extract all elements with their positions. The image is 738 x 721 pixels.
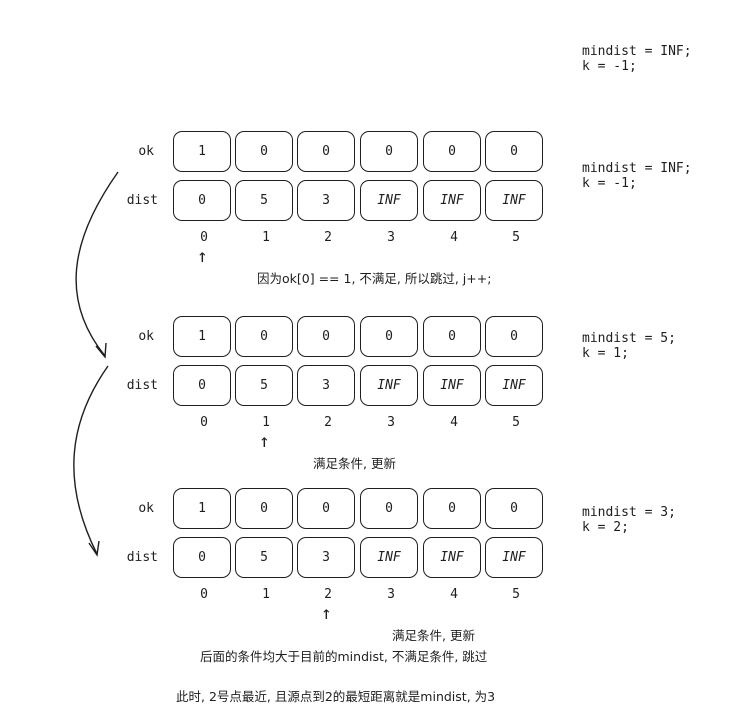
dist-cell: 3 (297, 365, 355, 406)
ok-cell: 0 (235, 131, 293, 172)
ok-cell: 0 (423, 488, 481, 529)
ok-cell: 0 (423, 316, 481, 357)
dist-cell: INF (360, 180, 418, 221)
ok-cell: 0 (297, 131, 355, 172)
index-label: 1 (262, 415, 270, 430)
dist-row-label: dist (126, 193, 158, 208)
index-label: 5 (512, 415, 520, 430)
ok-cell: 0 (235, 316, 293, 357)
flow-arrow-1-head (95, 342, 107, 359)
ok-cell: 0 (360, 316, 418, 357)
step-note: 满足条件, 更新 (313, 456, 396, 471)
index-label: 0 (200, 587, 208, 602)
index-label: 5 (512, 230, 520, 245)
ok-cell: 1 (173, 488, 231, 529)
index-label: 0 (200, 230, 208, 245)
top-var-mindist: mindist = INF; (582, 44, 692, 59)
ok-cell: 0 (297, 488, 355, 529)
index-label: 5 (512, 587, 520, 602)
step-var-k: k = 2; (582, 520, 629, 535)
summary-line-2: 此时, 2号点最近, 且源点到2的最短距离就是mindist, 为3 (176, 689, 496, 704)
index-label: 2 (324, 587, 332, 602)
index-label: 3 (387, 230, 395, 245)
ok-cell: 0 (485, 316, 543, 357)
index-label: 1 (262, 230, 270, 245)
index-label: 4 (450, 415, 458, 430)
dist-cell: INF (360, 537, 418, 578)
ok-cell: 0 (360, 488, 418, 529)
index-label: 2 (324, 230, 332, 245)
dist-cell: INF (423, 537, 481, 578)
ok-cell: 0 (485, 488, 543, 529)
ok-cell: 0 (297, 316, 355, 357)
flow-arrow-2 (73, 365, 109, 555)
step-var-mindist: mindist = 3; (582, 505, 676, 520)
summary-line-1: 后面的条件均大于目前的mindist, 不满足条件, 跳过 (200, 649, 488, 664)
step-var-mindist: mindist = 5; (582, 331, 676, 346)
dist-cell: 3 (297, 537, 355, 578)
dist-cell: 0 (173, 180, 231, 221)
pointer-arrow-icon: ↑ (321, 603, 332, 624)
step-var-mindist: mindist = INF; (582, 161, 692, 176)
dist-cell: INF (423, 365, 481, 406)
dist-cell: INF (485, 537, 543, 578)
step-note: 满足条件, 更新 (392, 628, 475, 643)
index-label: 4 (450, 587, 458, 602)
index-label: 4 (450, 230, 458, 245)
index-label: 1 (262, 587, 270, 602)
ok-cell: 1 (173, 131, 231, 172)
pointer-arrow-icon: ↑ (197, 246, 208, 267)
ok-cell: 0 (485, 131, 543, 172)
step-note: 因为ok[0] == 1, 不满足, 所以跳过, j++; (257, 271, 492, 286)
dist-cell: 5 (235, 365, 293, 406)
pointer-arrow-icon: ↑ (259, 431, 270, 452)
ok-row-label: ok (138, 329, 154, 344)
ok-cell: 0 (423, 131, 481, 172)
top-var-k: k = -1; (582, 59, 637, 74)
ok-cell: 0 (235, 488, 293, 529)
dist-cell: 0 (173, 365, 231, 406)
ok-row-label: ok (138, 501, 154, 516)
flow-arrow-1 (75, 171, 119, 357)
dist-cell: INF (423, 180, 481, 221)
dist-cell: 5 (235, 180, 293, 221)
ok-cell: 0 (360, 131, 418, 172)
dist-cell: 0 (173, 537, 231, 578)
ok-cell: 1 (173, 316, 231, 357)
index-label: 2 (324, 415, 332, 430)
step-var-k: k = -1; (582, 176, 637, 191)
step-var-k: k = 1; (582, 346, 629, 361)
dist-row-label: dist (126, 378, 158, 393)
flow-arrow-2-head (88, 540, 100, 557)
dist-cell: INF (485, 365, 543, 406)
index-label: 3 (387, 415, 395, 430)
index-label: 0 (200, 415, 208, 430)
ok-row-label: ok (138, 144, 154, 159)
dist-cell: INF (360, 365, 418, 406)
dist-row-label: dist (126, 550, 158, 565)
dist-cell: 5 (235, 537, 293, 578)
dist-cell: 3 (297, 180, 355, 221)
dist-cell: INF (485, 180, 543, 221)
index-label: 3 (387, 587, 395, 602)
